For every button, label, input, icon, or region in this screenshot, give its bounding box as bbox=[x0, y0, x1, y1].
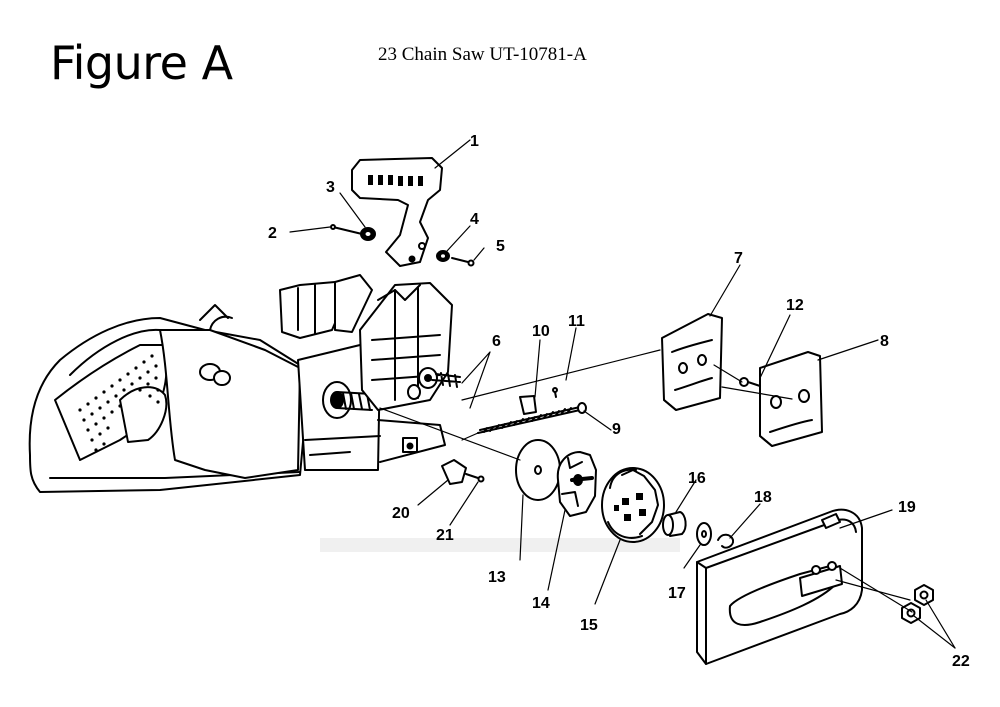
part-clip-rod bbox=[477, 387, 587, 434]
handle-grip-texture bbox=[78, 354, 160, 452]
part-clutch-cover bbox=[696, 508, 863, 665]
callout-20: 20 bbox=[392, 505, 410, 522]
callout-17: 17 bbox=[668, 585, 686, 602]
callout-15: 15 bbox=[580, 617, 598, 634]
part-clutch-disc bbox=[515, 439, 561, 501]
callout-4: 4 bbox=[470, 211, 479, 228]
callout-9: 9 bbox=[612, 421, 621, 438]
part-clutch-shoe bbox=[556, 451, 597, 517]
callout-21: 21 bbox=[436, 527, 454, 544]
callout-5: 5 bbox=[496, 238, 505, 255]
callout-22: 22 bbox=[952, 653, 970, 670]
part-clutch-drum bbox=[601, 467, 665, 543]
callout-1: 1 bbox=[470, 133, 479, 150]
part-hand-guard bbox=[351, 157, 443, 267]
part-bearing bbox=[662, 511, 687, 537]
part-nuts bbox=[901, 584, 934, 624]
callout-10: 10 bbox=[532, 323, 550, 340]
callout-6: 6 bbox=[492, 333, 501, 350]
figure-title: Figure A bbox=[50, 36, 233, 90]
callout-16: 16 bbox=[688, 470, 706, 487]
callout-14: 14 bbox=[532, 595, 550, 612]
callout-3: 3 bbox=[326, 179, 335, 196]
part-bushing bbox=[360, 227, 376, 241]
callout-8: 8 bbox=[880, 333, 889, 350]
part-pin bbox=[332, 226, 363, 235]
callout-11: 11 bbox=[568, 313, 585, 330]
callout-18: 18 bbox=[754, 489, 772, 506]
part-small-bracket bbox=[441, 459, 485, 485]
watermark-mark bbox=[320, 538, 680, 552]
part-e-clip bbox=[717, 533, 735, 549]
leader-lines bbox=[289, 139, 956, 649]
engine-housing bbox=[28, 274, 461, 493]
callout-19: 19 bbox=[898, 499, 916, 516]
part-washer-screw bbox=[436, 250, 475, 267]
part-side-plates bbox=[661, 313, 823, 447]
callout-13: 13 bbox=[488, 569, 506, 586]
figure-subtitle: 23 Chain Saw UT-10781-A bbox=[378, 44, 587, 65]
callout-12: 12 bbox=[786, 297, 804, 314]
callout-7: 7 bbox=[734, 250, 743, 267]
callout-numbers: 1 2 3 4 5 6 7 8 9 10 11 12 13 14 15 16 1… bbox=[268, 133, 970, 670]
callout-2: 2 bbox=[268, 225, 277, 242]
part-washer bbox=[696, 522, 712, 546]
